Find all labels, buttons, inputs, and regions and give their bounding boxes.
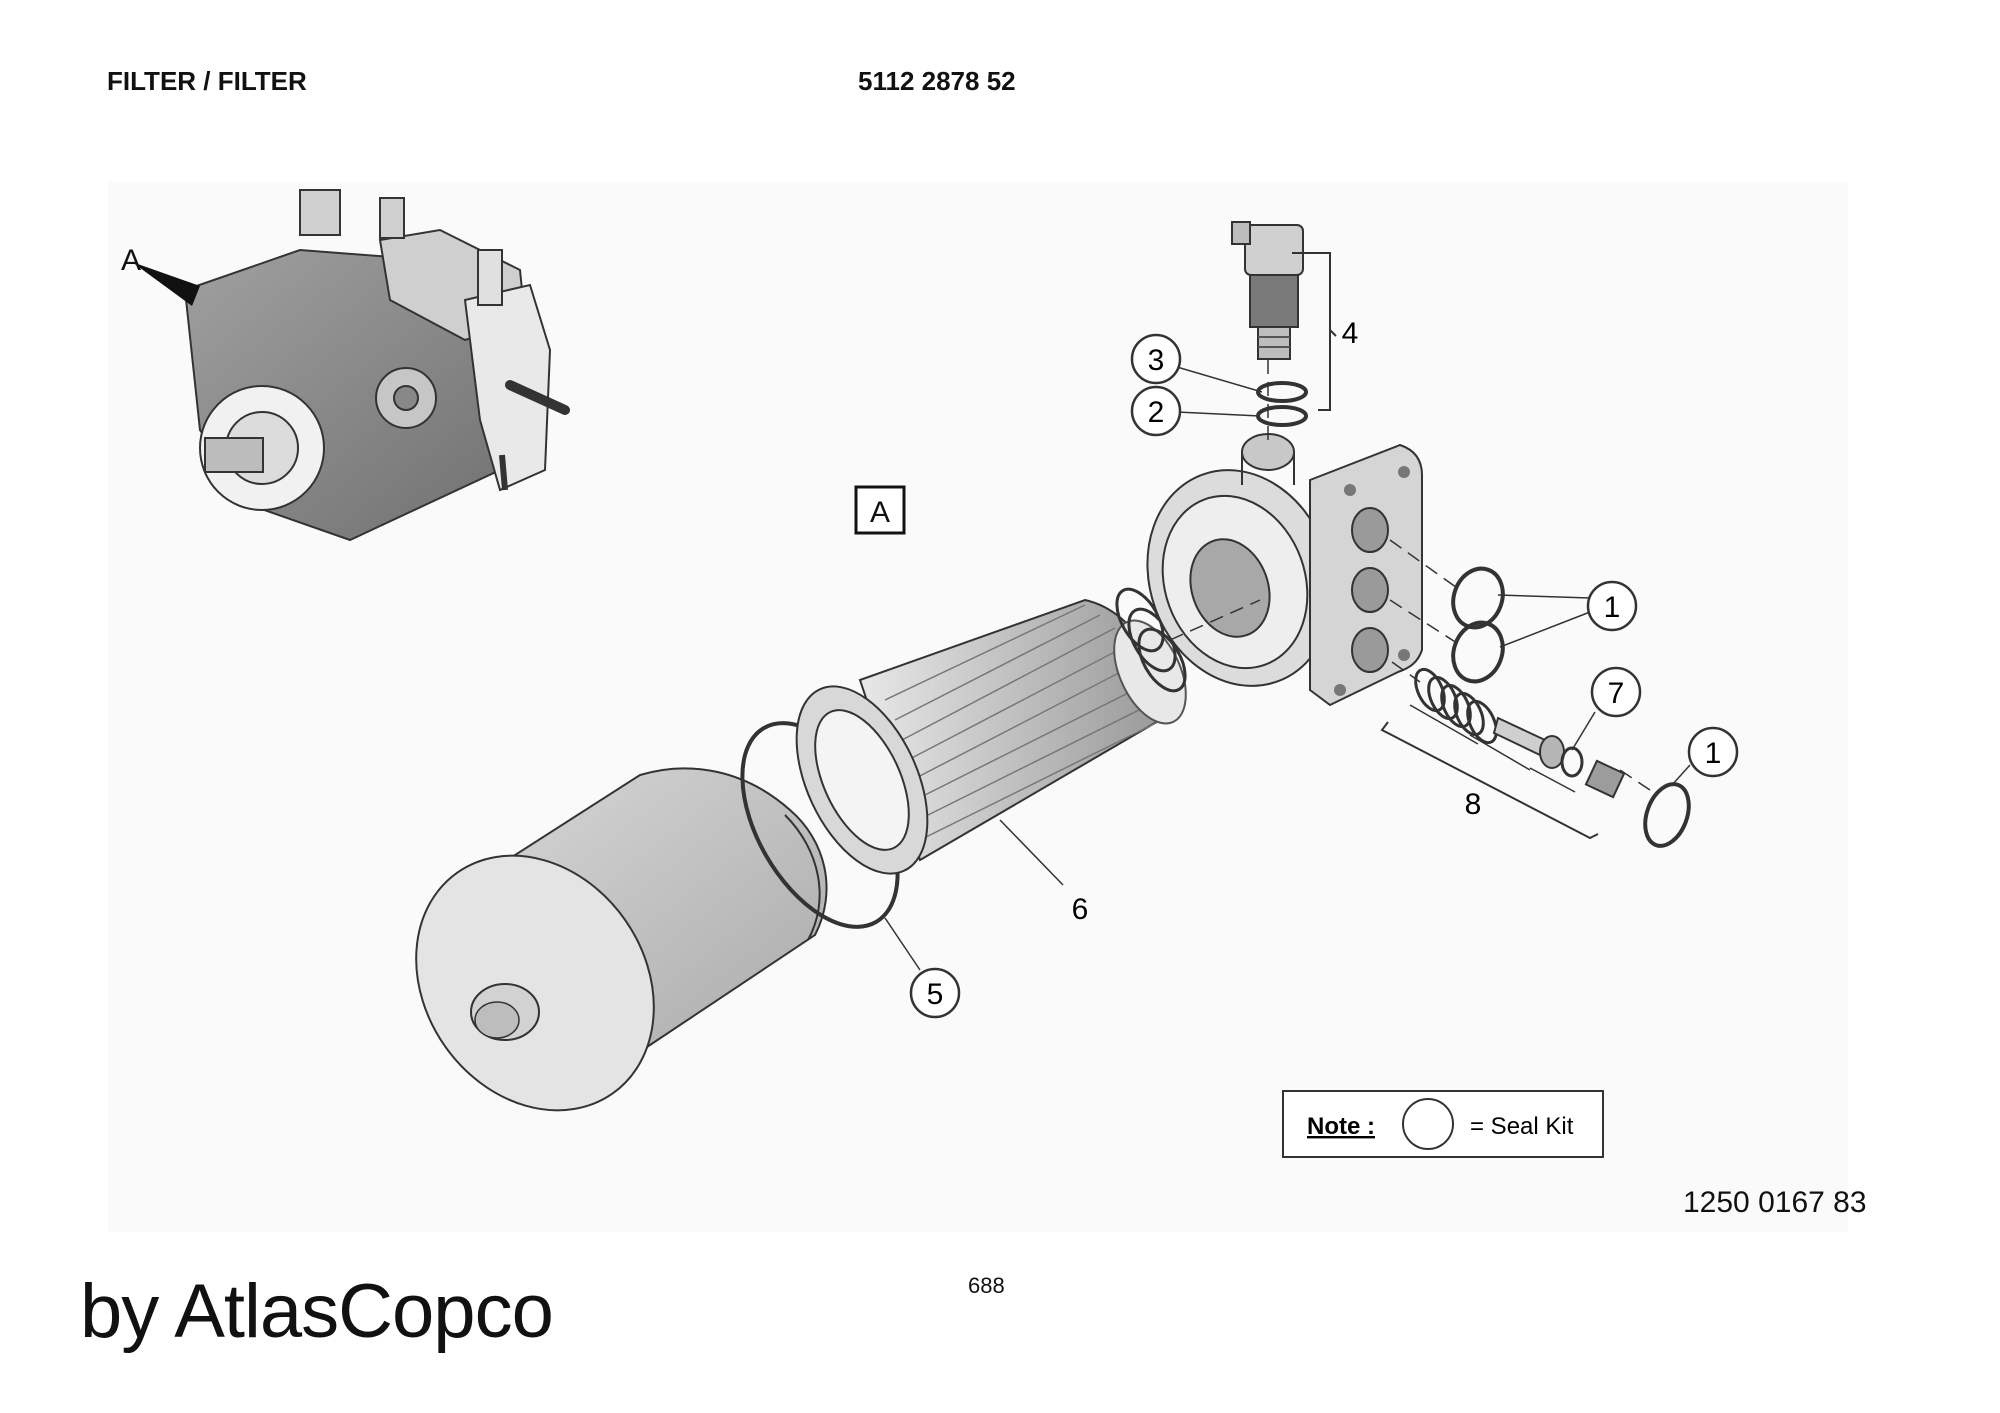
pressure-switch-4 [1231,221,1304,360]
page-title: FILTER / FILTER [107,66,307,96]
brand-watermark: by AtlasCopco [80,1269,554,1354]
callout-1a: 1 [1604,591,1621,624]
callout-4: 4 [1342,317,1359,350]
o-ring-3 [1256,381,1308,403]
callout-6: 6 [1072,893,1089,926]
seal-kit-circle-icon [1402,1098,1454,1150]
relief-valve-8 [1414,667,1626,799]
view-arrow-icon [132,262,200,306]
bracket-item-4 [1292,252,1337,411]
leader-lines-8 [1409,704,1576,793]
o-ring-1-middle [1451,620,1505,684]
callout-8: 8 [1465,788,1482,821]
callout-5: 5 [927,978,944,1011]
callout-7: 7 [1608,677,1625,710]
filter-element-6 [795,598,1187,875]
bracket-item-8 [1380,721,1599,840]
filter-bowl [415,767,828,1112]
callout-1b: 1 [1705,737,1722,770]
note-text: = Seal Kit [1470,1113,1574,1140]
callout-circles [909,333,1739,1019]
detail-label-box [854,485,906,535]
view-marker-label: A [121,244,141,277]
callout-2: 2 [1148,396,1165,429]
callout-leader-lines [884,366,1691,971]
filter-head-housing [1146,433,1423,707]
detail-label: A [870,496,890,529]
note-label: Note : [1307,1113,1375,1140]
page-number: 688 [968,1273,1005,1298]
pump-overview-illustration [183,189,570,542]
o-ring-1-lower [1643,782,1691,848]
note-box: Note : = Seal Kit [1282,1090,1604,1158]
part-number: 5112 2878 52 [858,66,1016,96]
drawing-number: 1250 0167 83 [1683,1186,1867,1219]
callout-3: 3 [1148,344,1165,377]
